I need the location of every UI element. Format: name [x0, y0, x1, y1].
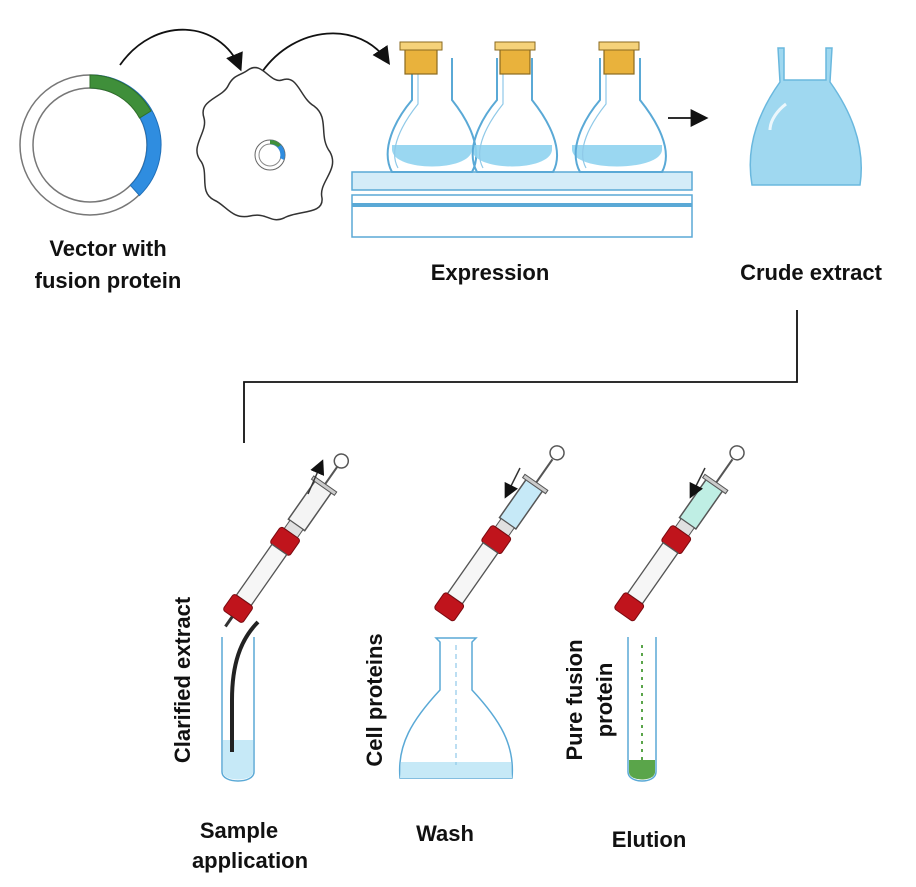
label-vector-line2: fusion protein — [35, 268, 182, 293]
fusion-gene-green-segment — [89, 74, 152, 119]
label-expression: Expression — [431, 260, 550, 285]
sample-tubing — [230, 620, 260, 752]
label-cell-proteins: Cell proteins — [362, 633, 387, 766]
label-pure-fusion-line2: protein — [592, 663, 617, 738]
host-cell — [196, 66, 334, 221]
arrow-vector-to-cell — [119, 28, 243, 72]
crude-extract-flask — [749, 47, 862, 186]
label-pure-fusion-line1: Pure fusion — [562, 639, 587, 760]
syringe-wash — [434, 445, 565, 622]
label-clarified-extract: Clarified extract — [170, 596, 195, 763]
syringe-sample-application — [223, 453, 350, 628]
flow-arrow-sample — [307, 459, 325, 495]
connector-line — [243, 310, 798, 443]
flow-arrow-wash — [504, 467, 521, 499]
label-elution: Elution — [612, 827, 687, 852]
wash-flask — [398, 637, 514, 779]
label-sample-line1: Sample — [200, 818, 278, 843]
label-wash: Wash — [416, 821, 474, 846]
expression-flask-2 — [471, 41, 558, 173]
label-sample-line2: application — [192, 848, 308, 873]
sample-liquid — [223, 740, 253, 780]
plasmid-vector — [19, 74, 162, 216]
label-vector-line1: Vector with — [49, 236, 166, 261]
expression-flask-1 — [386, 41, 478, 173]
cork-3 — [603, 45, 635, 75]
syringe-elution — [614, 445, 745, 622]
flow-arrow-elution — [689, 467, 706, 499]
elution-tube — [627, 637, 657, 782]
shaker-rack — [351, 171, 693, 238]
expression-flask-3 — [572, 41, 667, 173]
arrow-cell-to-expression — [261, 32, 391, 73]
label-crude-extract: Crude extract — [740, 260, 883, 285]
